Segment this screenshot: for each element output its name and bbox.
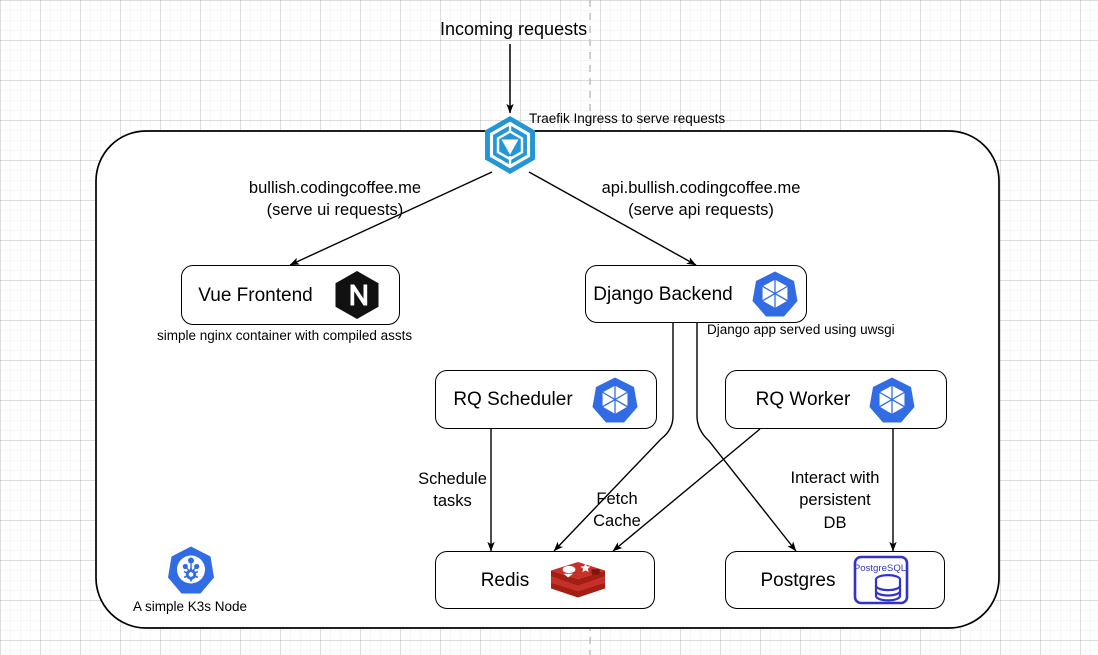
edge-label-interact-persistent-db: Interact with persistent DB — [790, 469, 880, 532]
kubernetes-icon — [591, 376, 639, 424]
node-redis[interactable]: Redis — [435, 551, 655, 609]
edge-label-schedule-tasks: Schedule tasks — [418, 470, 487, 511]
node-rq-worker-label: RQ Worker — [755, 389, 851, 410]
kubernetes-icon — [751, 270, 799, 318]
postgresql-icon: PostgreSQL — [853, 555, 909, 605]
edge-label-frontend-domain: bullish.codingcoffee.me (serve ui reques… — [248, 179, 422, 220]
django-backend-caption: Django app served using uwsgi — [707, 322, 895, 337]
node-rq-scheduler-label: RQ Scheduler — [453, 389, 573, 410]
edge-label-backend-domain: api.bullish.codingcoffee.me (serve api r… — [601, 179, 801, 220]
nginx-icon — [331, 269, 383, 321]
redis-icon — [547, 557, 609, 603]
traefik-ingress-note: Traefik Ingress to serve requests — [529, 111, 726, 126]
node-vue-frontend-label: Vue Frontend — [198, 284, 313, 306]
edge-label-fetch-cache: Fetch Cache — [593, 490, 641, 531]
incoming-requests-label: Incoming requests — [440, 19, 588, 39]
node-postgres-label: Postgres — [760, 569, 836, 591]
node-rq-scheduler[interactable]: RQ Scheduler — [435, 370, 657, 429]
k3s-node-icon — [166, 545, 216, 595]
traefik-ingress-icon — [479, 114, 541, 176]
vue-frontend-caption: simple nginx container with compiled ass… — [157, 328, 413, 343]
postgresql-icon-text: PostgreSQL — [854, 563, 907, 574]
node-vue-frontend[interactable]: Vue Frontend — [181, 265, 400, 325]
kubernetes-icon — [868, 376, 916, 424]
node-redis-label: Redis — [480, 569, 530, 591]
node-postgres[interactable]: Postgres PostgreSQL — [725, 551, 945, 609]
node-django-backend[interactable]: Django Backend — [585, 265, 807, 323]
node-rq-worker[interactable]: RQ Worker — [725, 370, 947, 429]
node-django-backend-label: Django Backend — [593, 283, 733, 305]
k3s-node-caption: A simple K3s Node — [133, 599, 248, 614]
